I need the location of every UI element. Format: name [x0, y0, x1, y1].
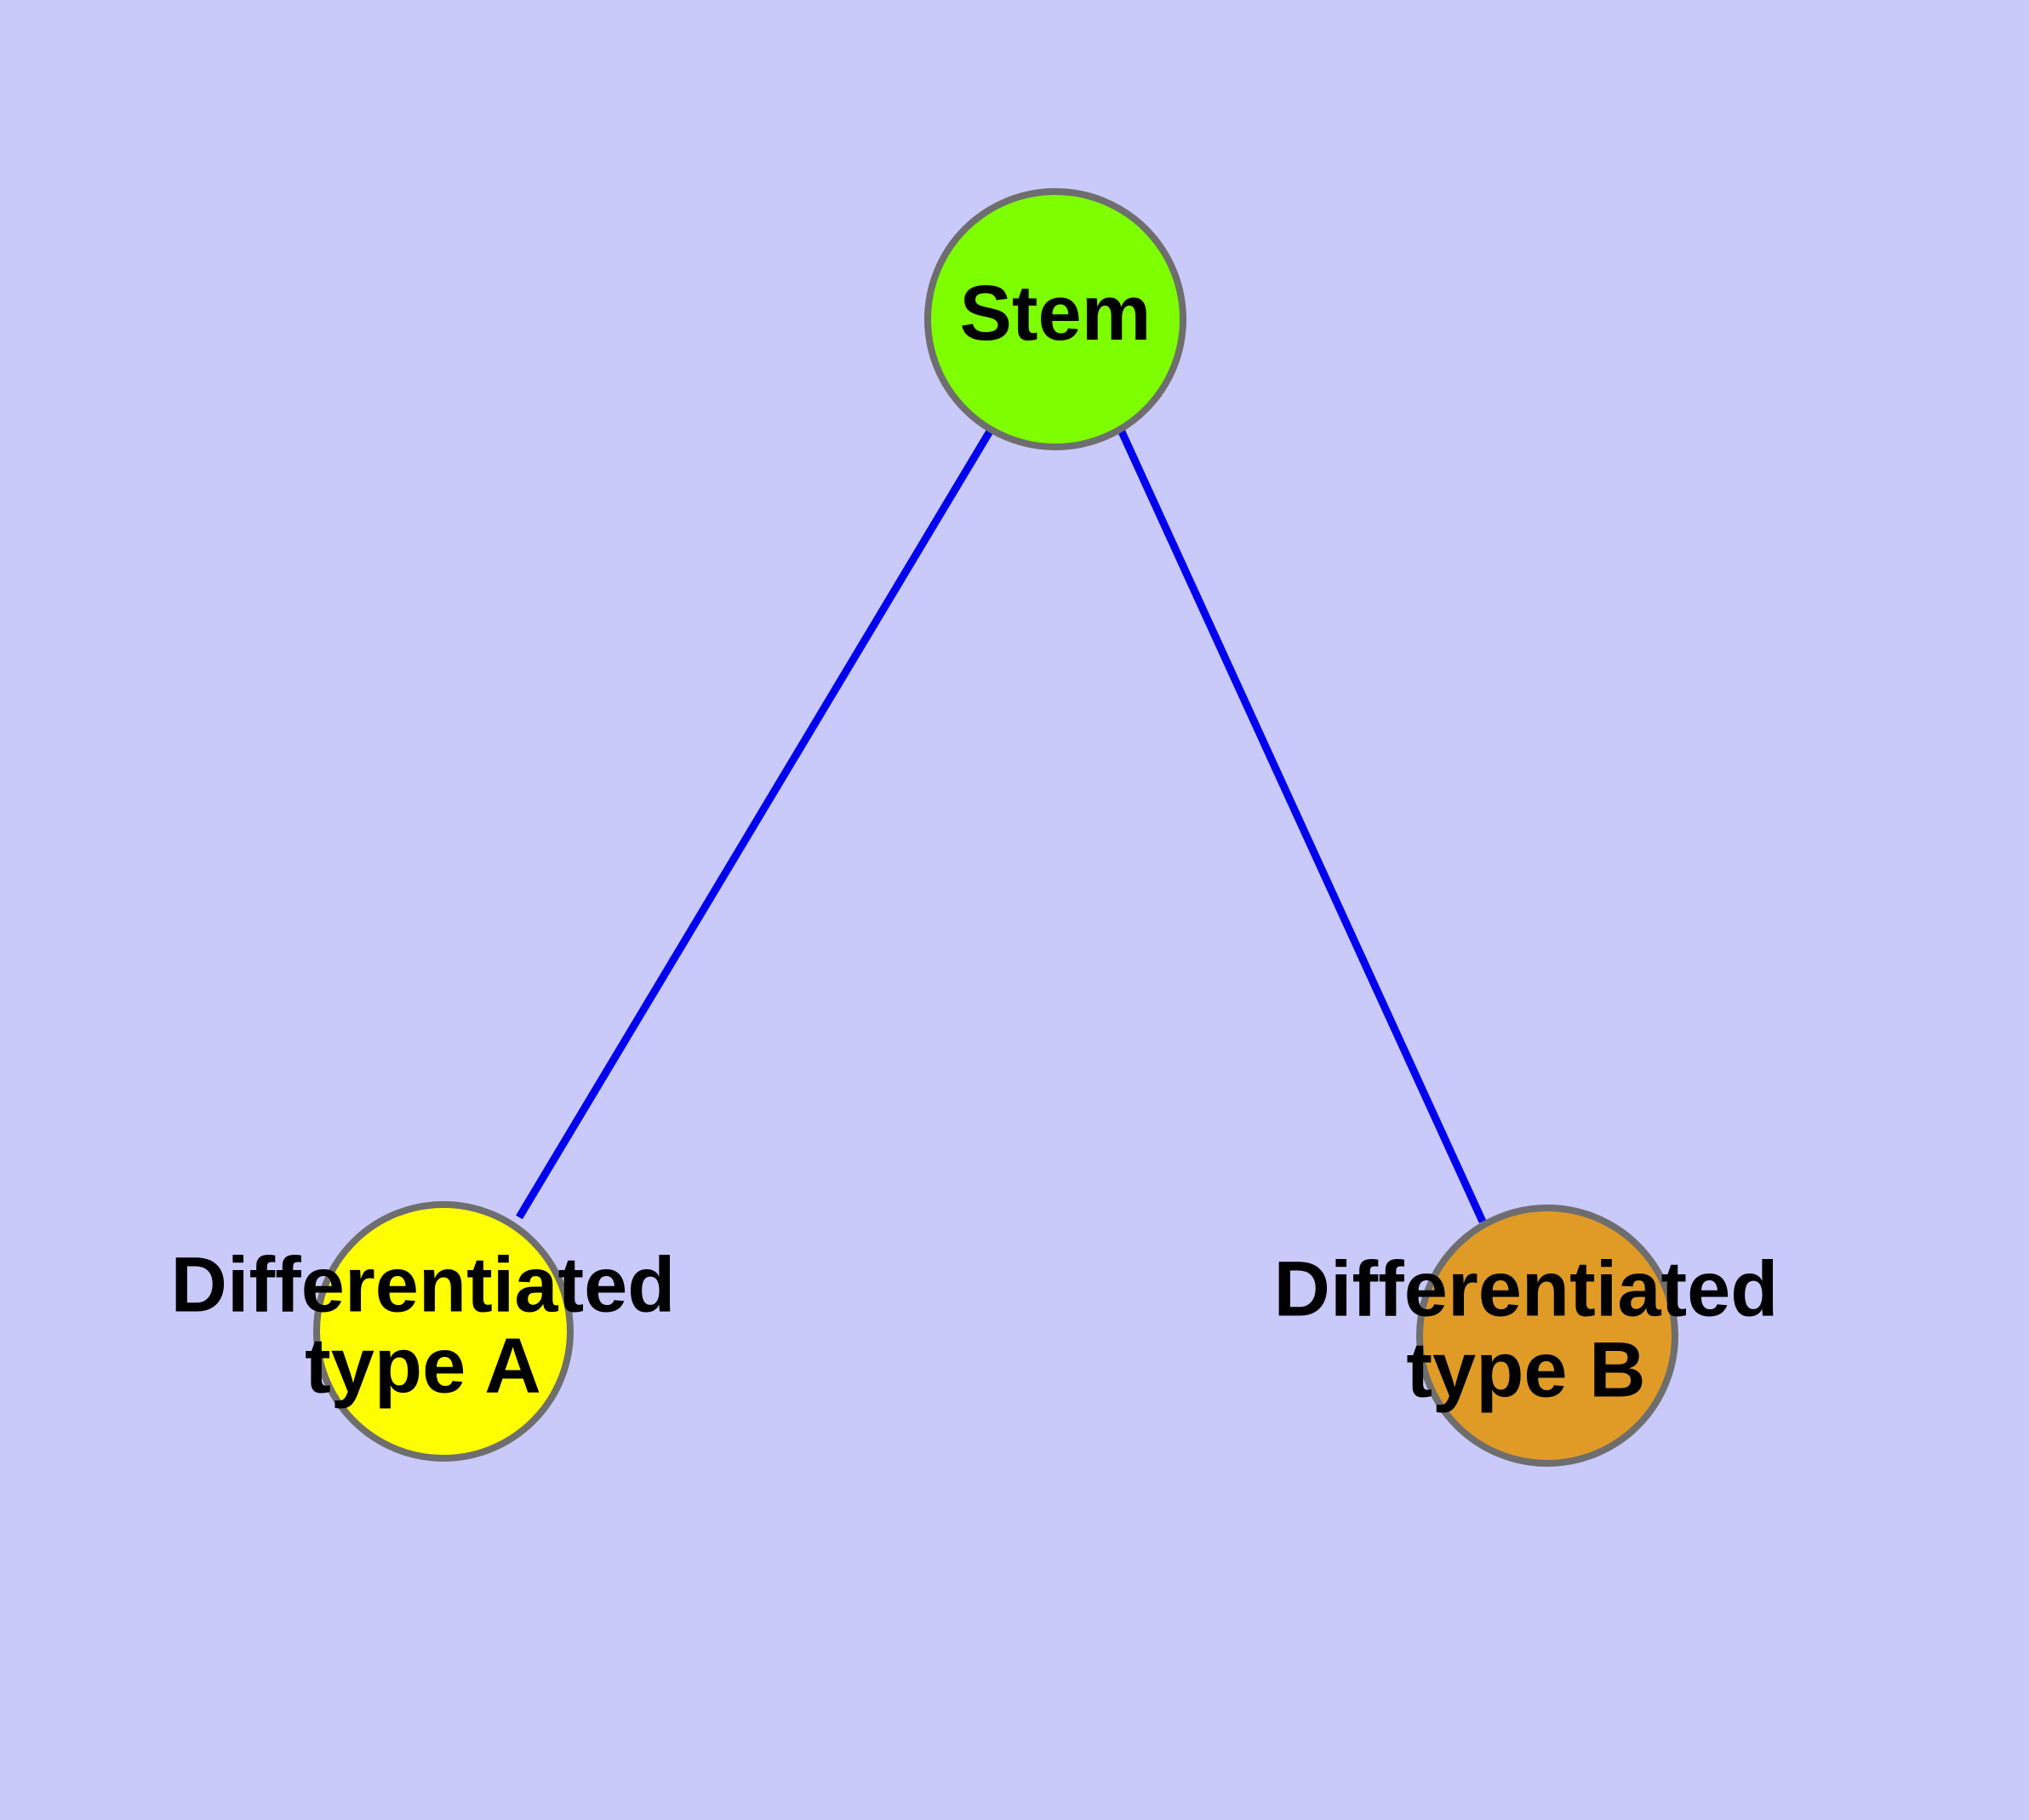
node-differentiated-type-b-circle[interactable] — [1416, 1205, 1678, 1467]
edge-stem-to-differentiated-type-b — [1117, 428, 1487, 1223]
node-layer — [313, 188, 1678, 1467]
edge-layer — [516, 427, 1487, 1223]
node-stem-label: Stem — [960, 270, 1152, 357]
node-differentiated-type-a[interactable] — [313, 1201, 574, 1462]
edge-stem-to-differentiated-type-a — [516, 427, 994, 1220]
node-differentiated-type-b[interactable] — [1416, 1205, 1678, 1467]
node-differentiated-type-a-circle[interactable] — [313, 1201, 574, 1462]
node-stem[interactable] — [924, 188, 1186, 450]
node-stem-circle[interactable] — [924, 188, 1186, 450]
